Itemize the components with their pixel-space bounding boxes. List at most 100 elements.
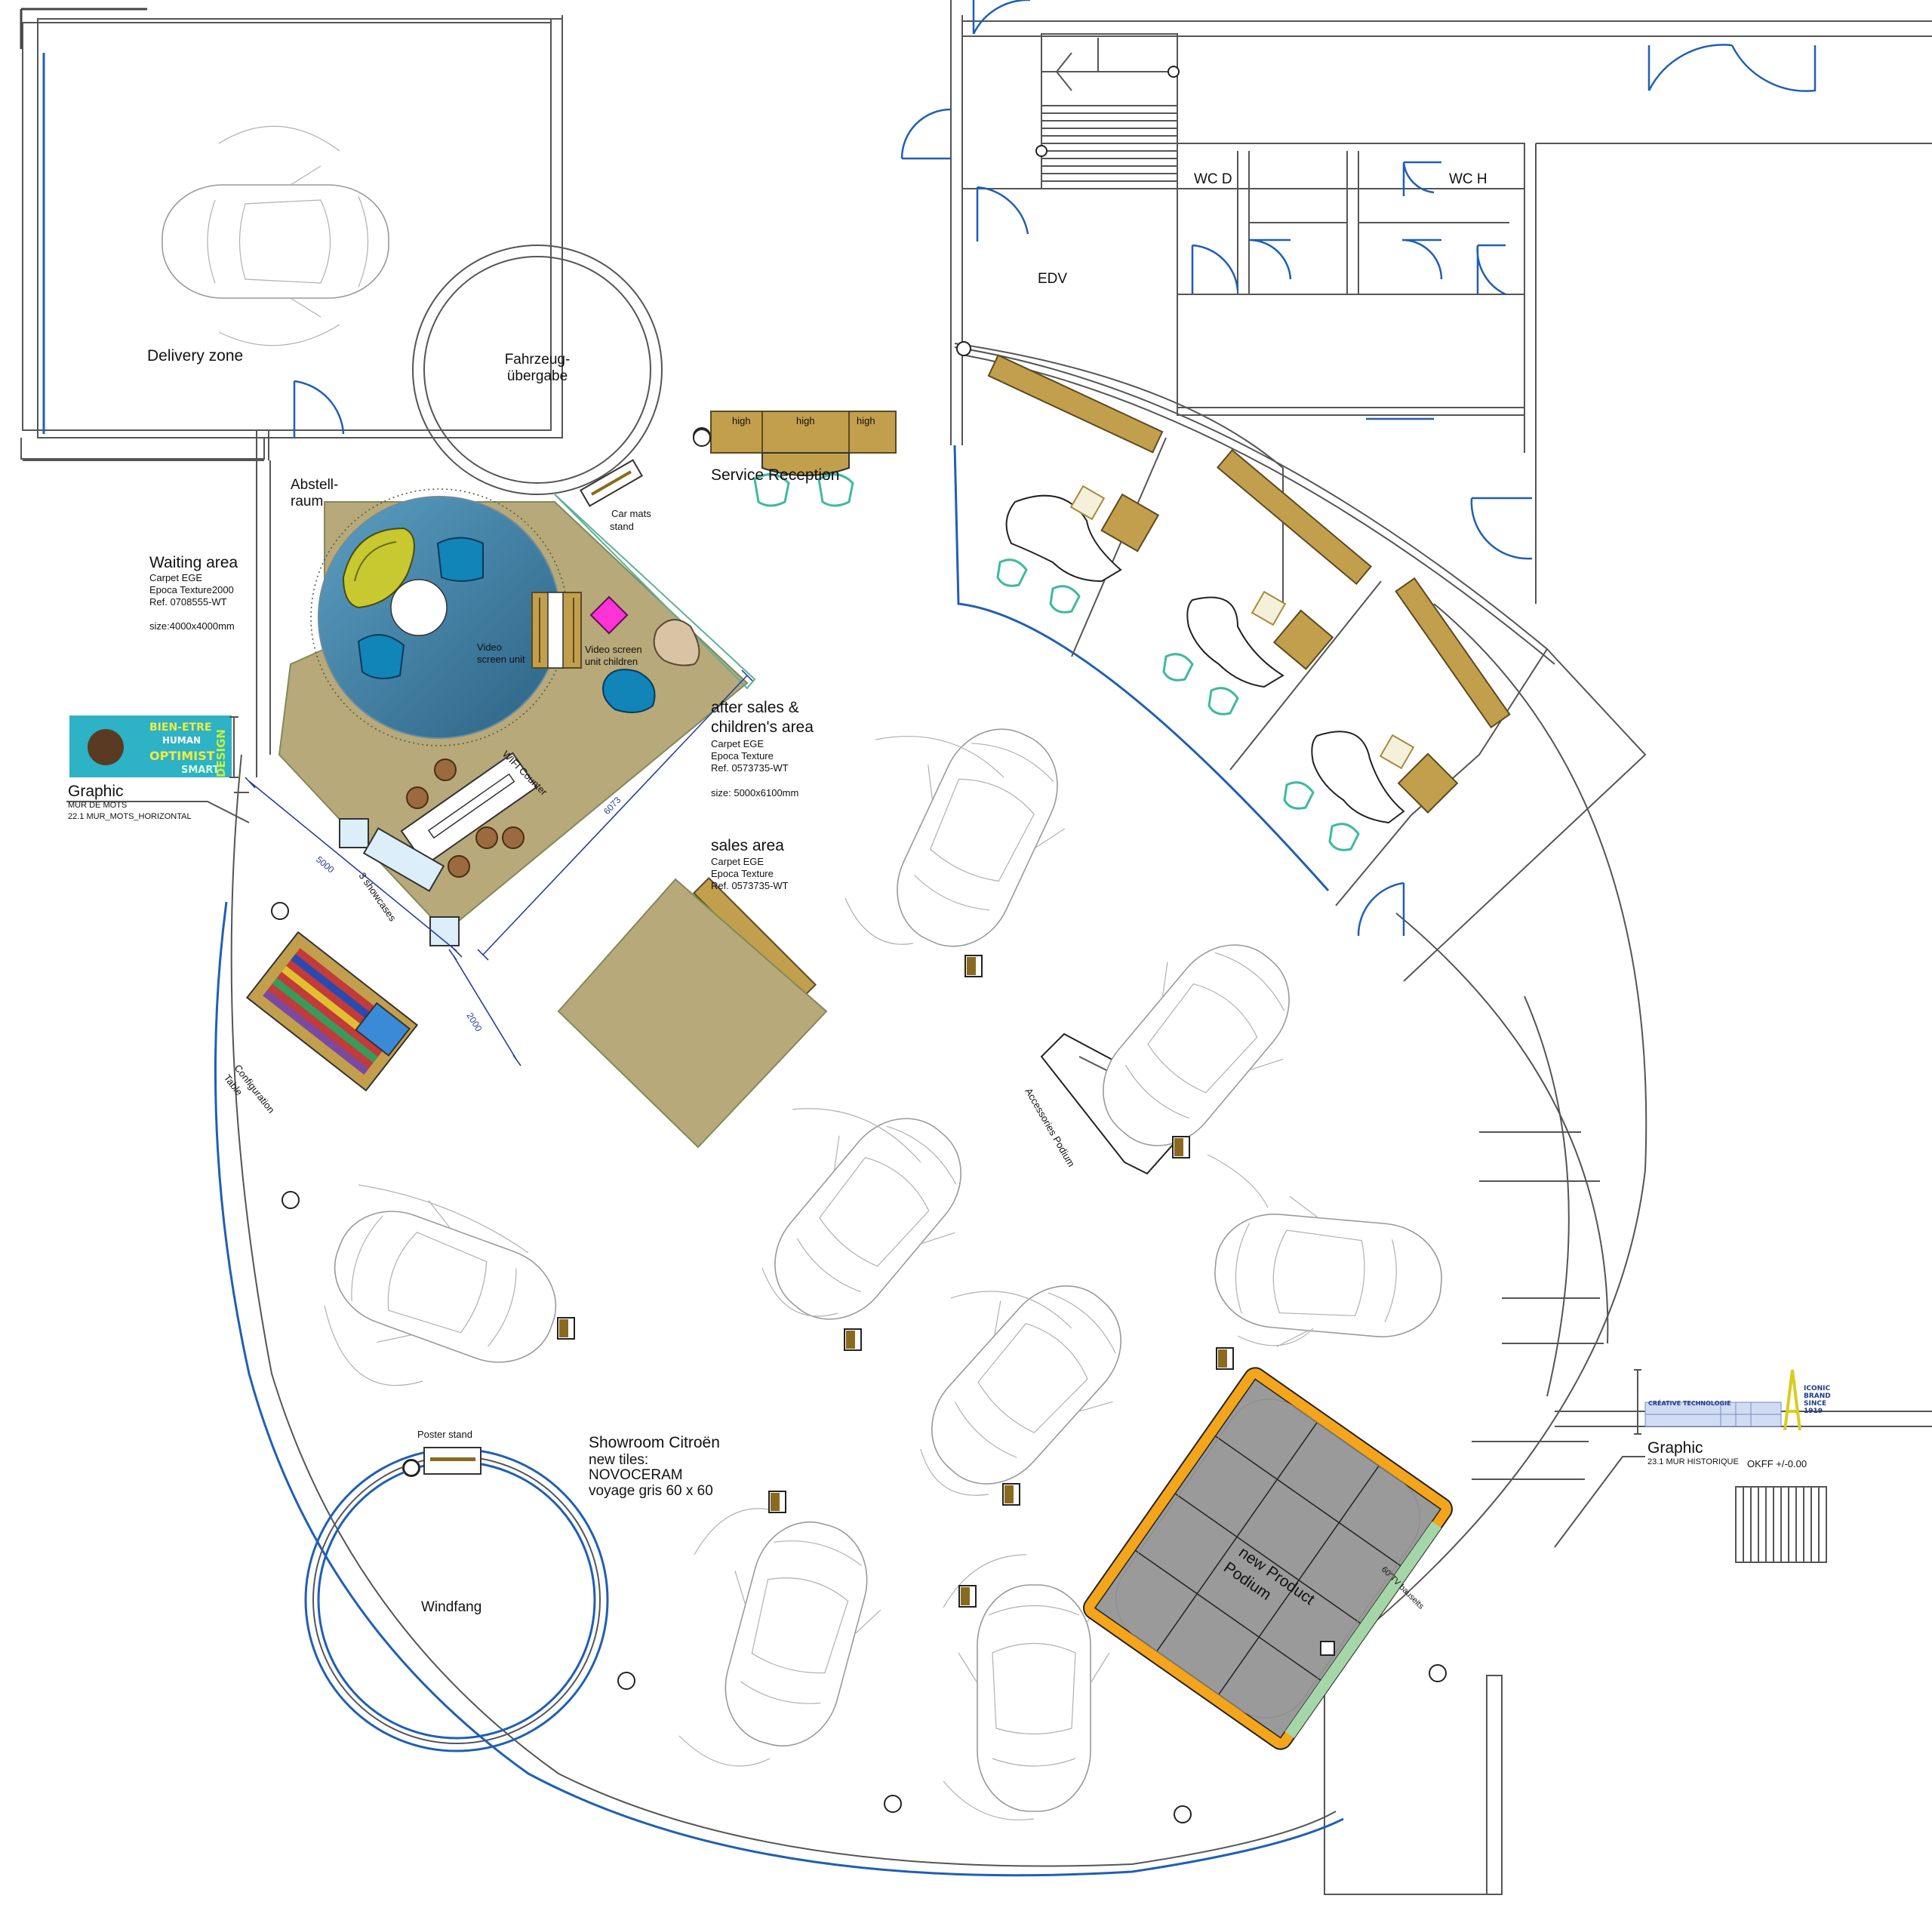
graphic-left: BIEN-ETRE HUMAN OPTIMIST SMART DESIGN Gr… [66,715,250,823]
car-icon-2 [1065,909,1327,1181]
dimension-label-1: 5000 [314,854,337,875]
badge-4: 1919 [1804,1408,1823,1415]
pouf-icons [342,527,700,713]
column-icon [271,902,289,920]
stair-icon-2 [1735,1486,1827,1563]
new-product-podium [1083,1367,1453,1750]
dimension-label-3: 2000 [464,1011,484,1033]
car-icon-7 [693,1504,900,1764]
service-reception-title: Service Reception [711,466,839,484]
showroom-line-3: voyage gris 60 x 60 [589,1483,713,1499]
car-door-arcs [218,125,340,346]
yellow-lounge-chair-icon [342,527,415,609]
showcases-label: 3 showcases [357,870,399,924]
graphic-word-4: SMART [181,765,220,776]
car-mats-stand [579,459,644,507]
car-icon-8 [958,1584,1110,1812]
room-label-abstell-2: raum [291,494,323,509]
room-label-wc-d: WC D [1194,171,1232,187]
showroom-line-2: NOVOCERAM [589,1467,683,1483]
graphic-right: CRÉATIVE TECHNOLOGIE ICONIC BRAND SINCE … [1554,1369,1831,1548]
room-label-delivery-zone: Delivery zone [147,347,243,365]
sales-area-line-3: Ref. 0573735-WT [711,880,789,891]
poster-stand [403,1447,481,1476]
graphic-right-title: Graphic [1647,1439,1703,1457]
reception-high-label-2: high [796,415,815,426]
badge-2: BRAND [1804,1392,1831,1400]
door-swing-icon [293,380,345,438]
blue-pouf-icon [602,669,656,713]
waiting-area-line-3: Ref. 0708555-WT [149,596,227,608]
car-icon-5 [894,1249,1159,1521]
graphic-right-line-1: 23.1 MUR HISTORIQUE [1647,1457,1739,1466]
doors [293,0,1817,937]
waiting-area-line-1: Carpet EGE [149,572,202,583]
after-sales-line-1: Carpet EGE [711,738,764,749]
brand-line: CRÉATIVE TECHNOLOGIE [1648,1399,1731,1407]
after-sales-line-5: size: 5000x6100mm [711,787,798,798]
video-children-label-1: Video screen [585,644,642,655]
video-unit-label-2: screen unit [477,654,525,665]
badge-1: ICONIC [1804,1385,1830,1392]
graphic-word-5: DESIGN [214,729,228,777]
sales-area-info: sales area Carpet EGE Epoca Texture Ref.… [711,837,789,891]
reception-high-label-3: high [857,415,875,426]
walls [20,0,1932,1895]
stair-icon [1035,38,1180,182]
video-screen-units [531,592,582,669]
configuration-table [245,931,419,1092]
car-icon-6 [1208,1189,1448,1362]
car-icon-delivery [162,165,389,318]
car-icon-4 [312,1176,578,1398]
waiting-area-info: Waiting area Carpet EGE Epoca Texture200… [149,554,238,632]
video-unit-label-1: Video [477,642,502,653]
okff-label: OKFF +/-0.00 [1747,1458,1807,1469]
service-reception-desk: high high high [693,411,897,476]
podium-box-icon [1320,1641,1335,1656]
eiffel-tower-icon [1783,1369,1801,1431]
room-label-abstell-1: Abstell- [291,477,338,493]
sales-area-carpet [557,878,828,1149]
wifi-counter [400,752,538,866]
door-swing-icon-2 [972,0,1030,35]
room-label-fahrzeug-1: Fahrzeug- [505,352,571,368]
room-label-wc-h: WC H [1449,171,1487,187]
showroom-title: Showroom Citroën [589,1434,720,1451]
room-label-edv: EDV [1038,271,1067,287]
car-icon-1 [860,702,1094,974]
video-children-label-2: unit children [585,656,638,667]
graphic-left-title: Graphic [68,783,124,800]
graphic-left-line-1: MUR DE MOTS [68,801,127,810]
chair-icons-reception [753,473,854,507]
graphic-word-1: BIEN-ETRE [149,722,211,734]
after-sales-title-1: after sales & [711,699,799,716]
beige-pouf-icon [653,619,700,666]
car-icon-3 [737,1083,999,1355]
sales-area-line-2: Epoca Texture [711,868,774,879]
blue-lounge-chair-icon-2 [357,634,405,679]
poster-stand-label: Poster stand [417,1429,472,1440]
waiting-area-line-5: size:4000x4000mm [149,620,235,632]
badge-3: SINCE [1804,1400,1826,1408]
waiting-area-line-2: Epoca Texture2000 [149,584,234,595]
waiting-area-title: Waiting area [149,554,238,571]
room-label-windfang: Windfang [421,1599,481,1615]
accessories-podium-label: Accessories Podium [1023,1086,1077,1169]
after-sales-info: after sales & children's area Carpet EGE… [711,699,814,798]
stool-icons [406,758,525,878]
sales-area-title: sales area [711,837,784,854]
room-label-fahrzeug-2: übergabe [507,368,568,384]
car-mats-label-2: stand [610,521,634,532]
reception-high-label-1: high [732,415,751,426]
after-sales-line-2: Epoca Texture [711,750,774,762]
blue-lounge-chair-icon [436,537,484,582]
showroom-line-1: new tiles: [589,1452,648,1468]
graphic-word-2: HUMAN [162,735,201,746]
car-mats-label-1: Car mats [611,508,651,519]
graphic-left-line-2: 22.1 MUR_MOTS_HORIZONTAL [68,812,192,821]
after-sales-title-2: children's area [711,718,814,736]
office-cabinets [692,354,1511,1002]
sales-area-line-1: Carpet EGE [711,856,764,867]
after-sales-line-3: Ref. 0573735-WT [711,762,789,774]
